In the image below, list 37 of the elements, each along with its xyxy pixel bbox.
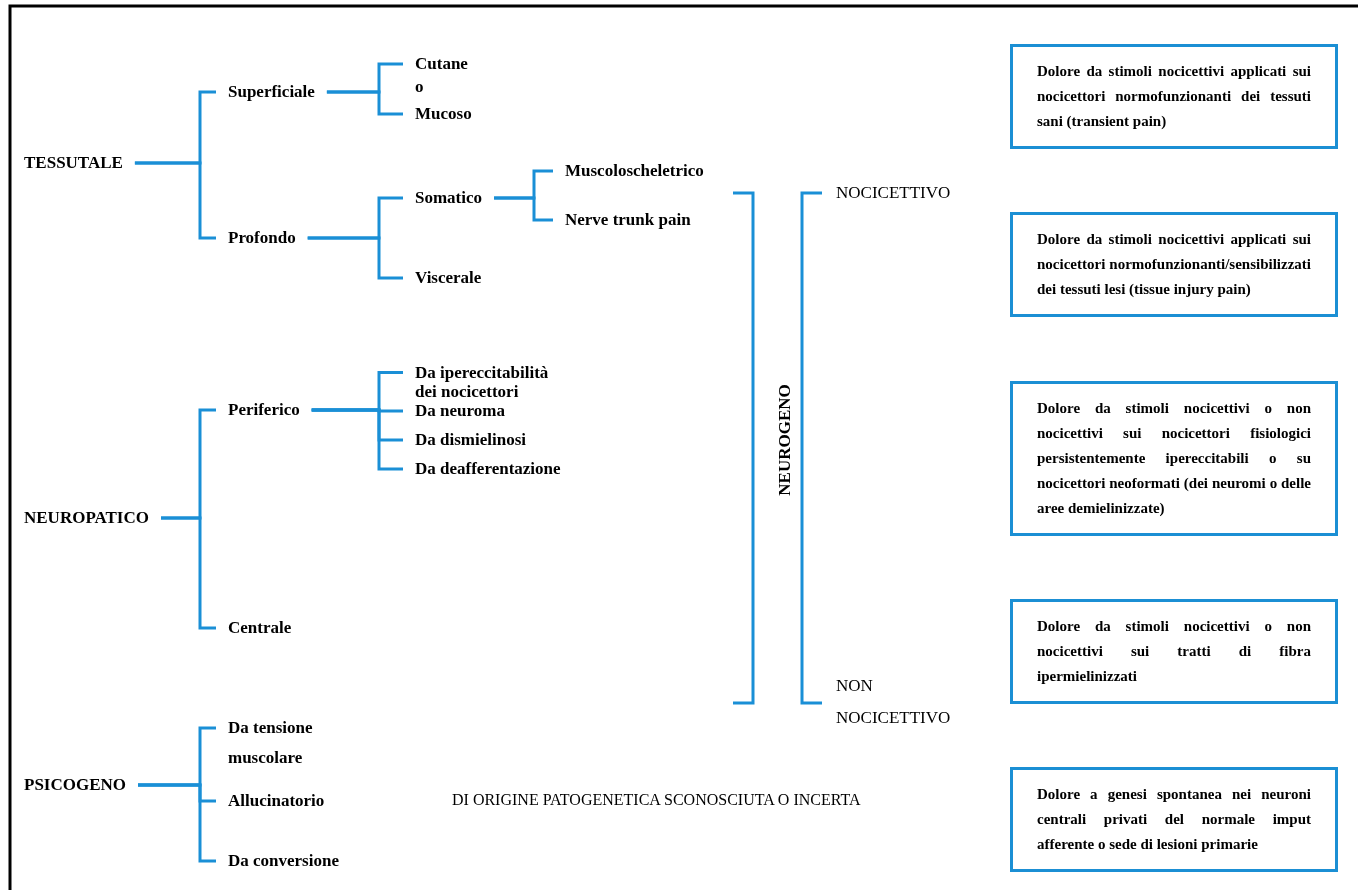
category-label: Da ipereccitabilità dei nocicettori — [403, 363, 581, 401]
description-box: Dolore da stimoli nocicettivi o non nocicettivi sui tratti di fibra ipermielinizzati — [1010, 598, 1338, 704]
description-box: Dolore a genesi spontanea nei neuroni centrali privati del normale imput afferente o sede di lesioni primarie — [1010, 767, 1338, 872]
category-label: Da deafferentazione — [403, 459, 573, 479]
category-label: Da conversione — [216, 851, 351, 871]
category-label: PSICOGENO — [12, 775, 139, 795]
text-label: DI ORIGINE PATOGENETICA SCONOSCIUTA O INCERTA — [452, 790, 861, 810]
category-label: Cutane — [403, 54, 480, 74]
category-label: Da tensione muscolare — [216, 713, 344, 773]
category-label: NEUROPATICO — [12, 508, 161, 528]
category-label: Centrale — [216, 618, 304, 638]
category-label: Nerve trunk pain — [553, 210, 703, 230]
category-label: Muscoloscheletrico — [553, 161, 716, 181]
category-label: Profondo — [216, 228, 308, 248]
group-label: NEUROGENO — [774, 384, 795, 496]
category-label: Da neuroma — [403, 401, 517, 421]
connector-line — [307, 236, 403, 280]
connector-line — [161, 516, 216, 630]
category-label: Superficiale — [216, 82, 327, 102]
category-label: Mucoso — [403, 104, 484, 124]
description-box: Dolore da stimoli nocicettivi applicati sui nocicettori normofunzionanti dei tessuti sani (transient pain) — [1010, 44, 1338, 149]
connector-line — [311, 408, 403, 471]
description-box: Dolore da stimoli nocicettivi applicati sui nocicettori normofunzionanti/sensibilizzati dei tessuti lesi (tissue injury pain) — [1010, 212, 1338, 318]
category-label: Viscerale — [403, 268, 494, 288]
text-label: o — [415, 77, 424, 97]
description-box: Dolore da stimoli nocicettivi o non nocicettivi sui nocicettori fisiologici persistentemente ipereccitabili o su nocicettori neoformati (dei neuromi o delle aree demielinizzate) — [1010, 380, 1338, 536]
text-label: NOCICETTIVO — [836, 182, 951, 204]
category-label: Da dismielinosi — [403, 430, 538, 450]
connector-line — [138, 783, 216, 863]
category-label: TESSUTALE — [12, 153, 135, 173]
category-label: Allucinatorio — [216, 791, 337, 811]
text-label: NON NOCICETTIVO — [836, 675, 952, 729]
category-label: Periferico — [216, 400, 312, 420]
connector-line — [326, 90, 403, 116]
category-label: Somatico — [403, 188, 495, 208]
connector-line — [494, 196, 553, 222]
connector-line — [134, 161, 216, 240]
